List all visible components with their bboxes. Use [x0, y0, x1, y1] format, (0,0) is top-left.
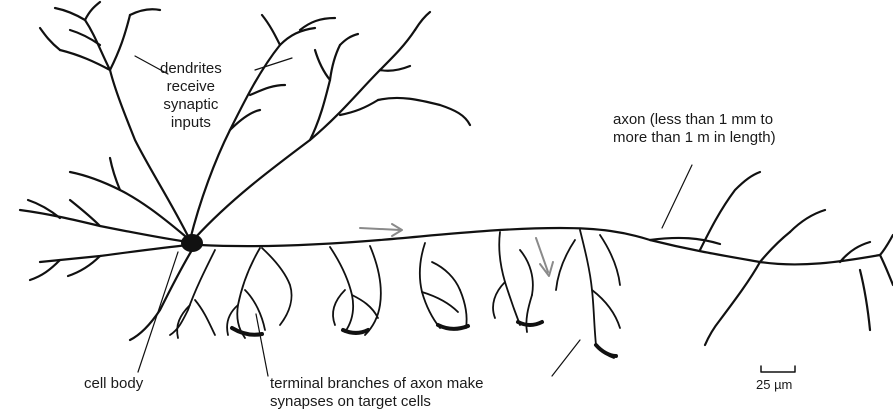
- dendrites-label-line3: synaptic: [160, 96, 222, 114]
- cell-body-label: cell body: [84, 375, 143, 393]
- axon-label-line1: axon (less than 1 mm to: [613, 111, 776, 129]
- scale-bar-label: 25 µm: [756, 376, 792, 394]
- scale-bar: [761, 366, 795, 372]
- terminal-branches: [170, 230, 620, 358]
- dendrites-label-line1: dendrites: [160, 60, 222, 78]
- cell-body: [181, 234, 203, 252]
- synaptic-boutons: [232, 322, 616, 356]
- dendrites-label-line4: inputs: [160, 114, 222, 132]
- terminal-branches-label-line1: terminal branches of axon make: [270, 375, 483, 393]
- signal-arrows: [360, 224, 553, 276]
- terminal-branches-label-line2: synapses on target cells: [270, 393, 483, 411]
- axon-label-line2: more than 1 m in length): [613, 129, 776, 147]
- axon: [200, 172, 893, 345]
- dendrites-label-line2: receive: [160, 78, 222, 96]
- terminal-branches-label: terminal branches of axon make synapses …: [270, 375, 483, 411]
- axon-label: axon (less than 1 mm to more than 1 m in…: [613, 111, 776, 147]
- dendrites-label: dendrites receive synaptic inputs: [160, 60, 222, 132]
